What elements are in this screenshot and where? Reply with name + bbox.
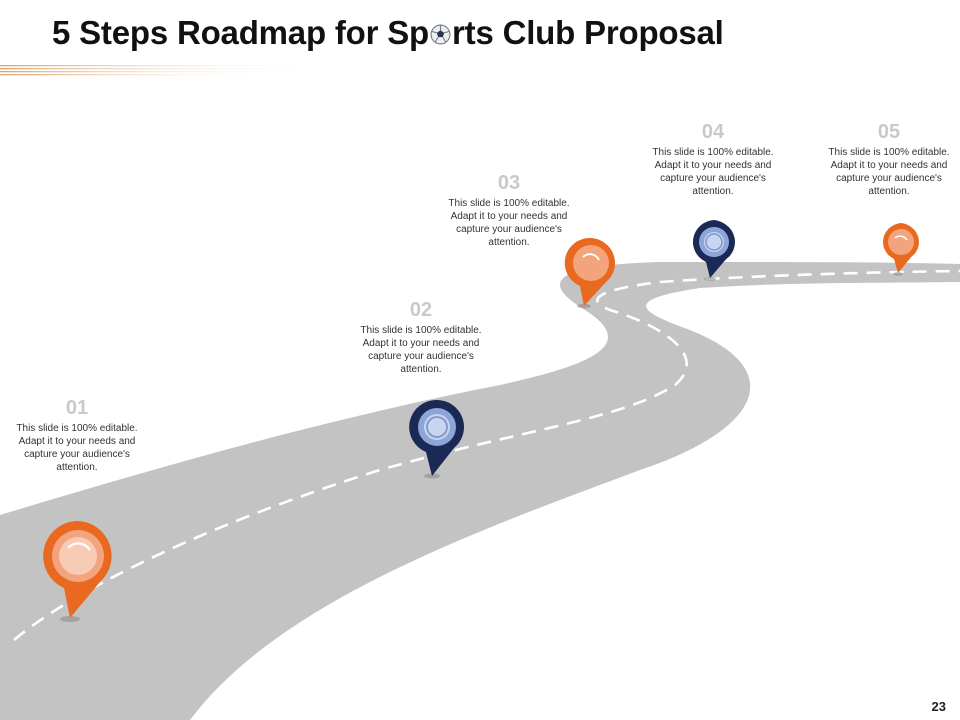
step-1: 01 This slide is 100% editable. Adapt it… [14,397,140,474]
step-description: This slide is 100% editable. Adapt it to… [652,147,774,197]
map-pin-icon [693,220,735,281]
soccer-ball-icon [430,24,451,45]
map-pin-icon [564,237,615,309]
map-pin-icon [43,521,112,622]
title-underline-decoration [0,65,340,76]
step-description: This slide is 100% editable. Adapt it to… [828,147,950,197]
page-number: 23 [931,699,946,714]
step-number: 05 [877,121,901,143]
step-description: This slide is 100% editable. Adapt it to… [360,325,482,375]
road-center-dashes [13,269,960,641]
step-description: This slide is 100% editable. Adapt it to… [448,198,570,248]
step-number: 04 [701,121,725,143]
slide-title: 5 Steps Roadmap for Sp rts Club Proposal [52,14,724,52]
step-3: 03 This slide is 100% editable. Adapt it… [446,172,572,249]
map-pin-icon [883,223,919,276]
step-number: 03 [497,172,521,194]
step-number: 02 [409,299,433,321]
map-pin-icon [409,399,465,479]
title-text-start: 5 Steps Roadmap for Sp [52,14,430,51]
step-4: 04 This slide is 100% editable. Adapt it… [650,121,776,198]
title-text-end: rts Club Proposal [452,14,724,51]
road-surface [0,262,960,720]
step-2: 02 This slide is 100% editable. Adapt it… [358,299,484,376]
step-5: 05 This slide is 100% editable. Adapt it… [826,121,952,198]
step-description: This slide is 100% editable. Adapt it to… [16,423,138,473]
step-number: 01 [65,397,89,419]
